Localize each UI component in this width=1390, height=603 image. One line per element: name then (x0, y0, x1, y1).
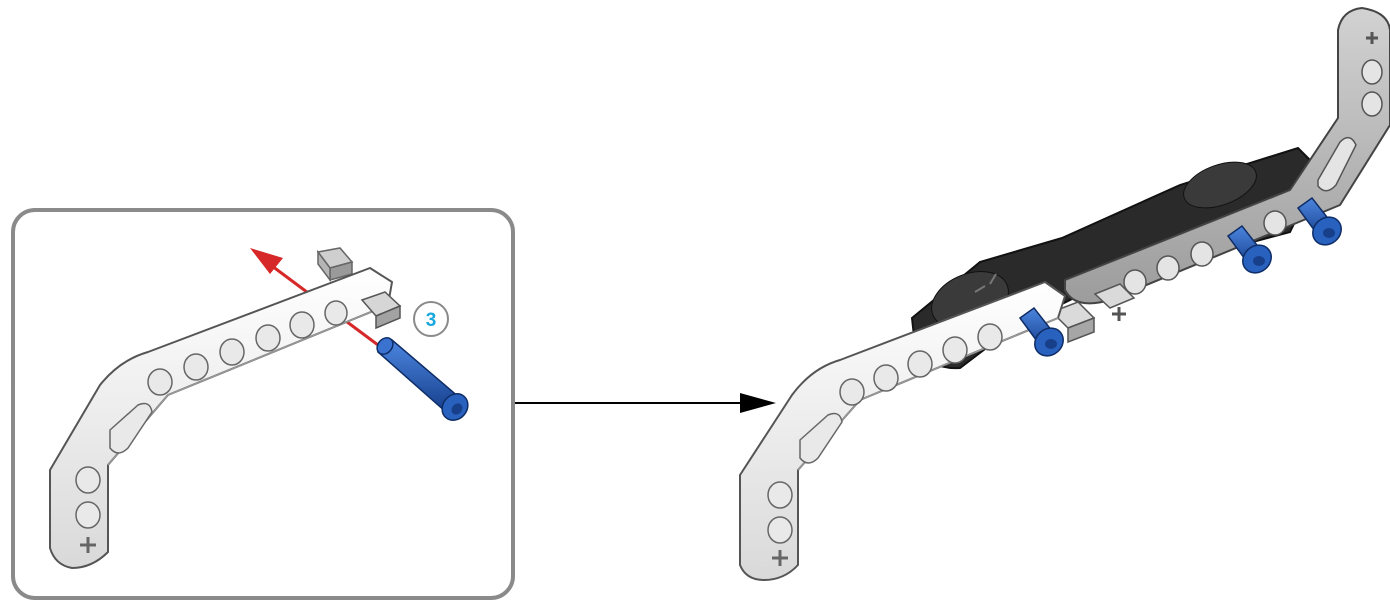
step-connector-arrow (515, 393, 776, 413)
quantity-label: 3 (426, 310, 437, 331)
bent-beam-light-near (740, 282, 1065, 580)
assembled-result (740, 8, 1390, 580)
callout-panel: 3 (13, 210, 513, 598)
quantity-callout: 3 (414, 302, 448, 336)
